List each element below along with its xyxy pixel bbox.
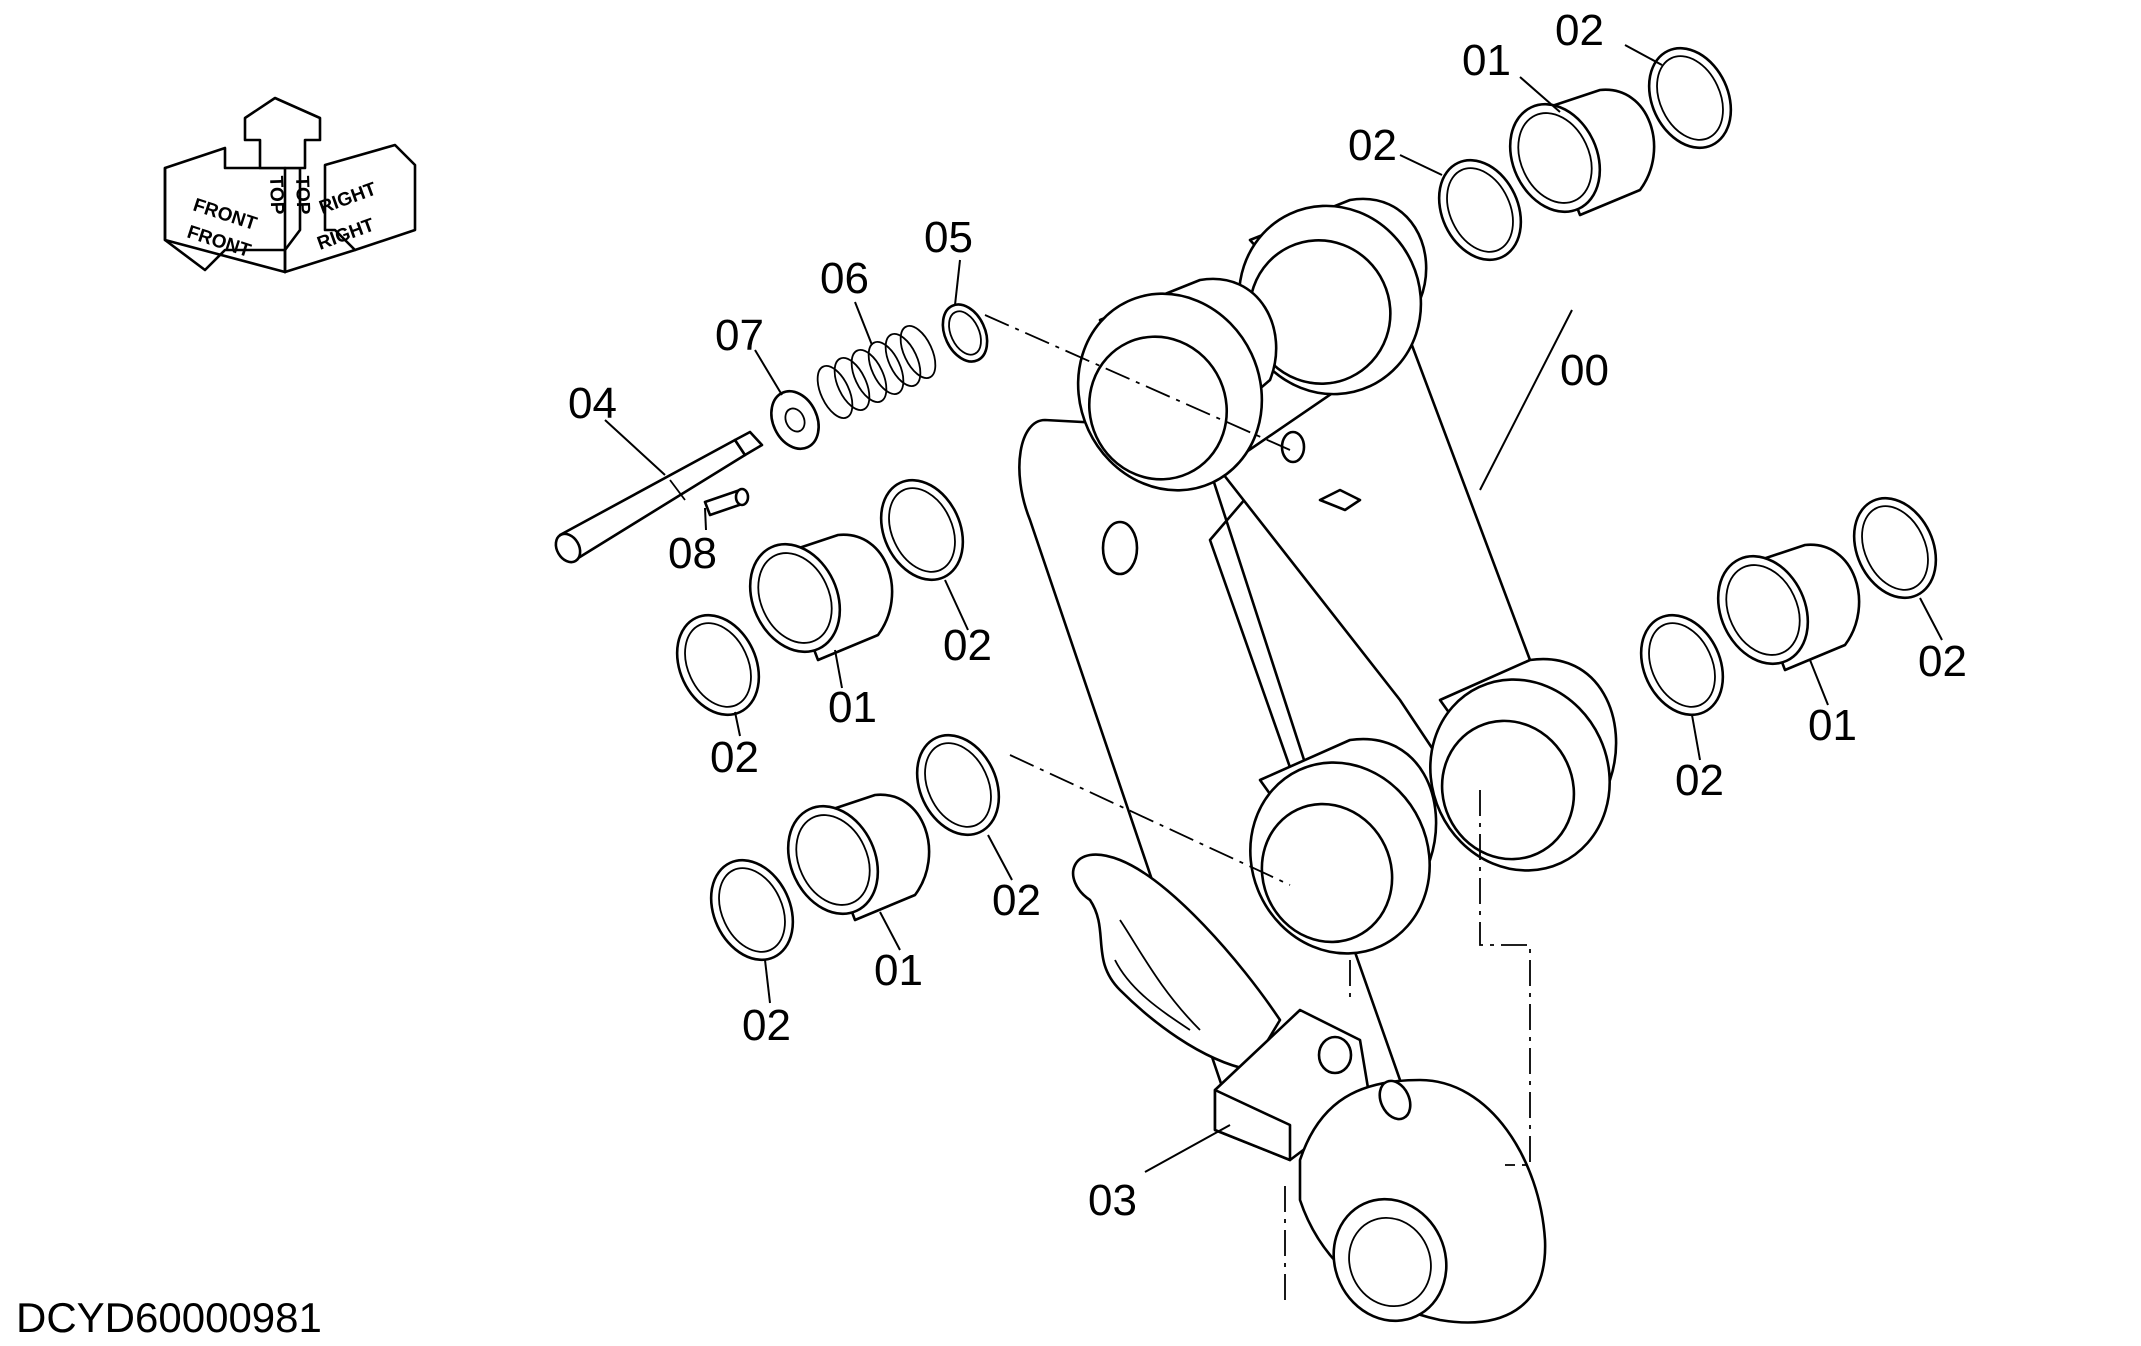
spring-pin-08 <box>703 487 750 517</box>
callout-01-lower: 01 <box>874 946 923 995</box>
bushing-01-right <box>1716 543 1861 672</box>
callout-02-lower-left: 02 <box>742 1001 791 1050</box>
callout-02-left-mid: 02 <box>710 733 759 782</box>
pin-04 <box>554 430 764 564</box>
callout-02-right-a: 02 <box>1675 756 1724 805</box>
seal-02-lower <box>915 733 1001 837</box>
arm-boss-lower-left <box>1249 737 1438 955</box>
orientation-icon: FRONT FRONT TOP TOP RIGHT RIGHT <box>163 96 417 274</box>
callout-05: 05 <box>924 213 973 262</box>
callout-01-left-mid: 01 <box>828 683 877 732</box>
callout-07: 07 <box>715 311 764 360</box>
seal-02-top-far <box>1647 46 1733 150</box>
seal-02-right-near <box>1639 613 1725 717</box>
seal-02-left-mid <box>675 613 761 717</box>
bushing-01-top <box>1508 88 1656 217</box>
seal-02-top-near <box>1437 158 1523 262</box>
callout-01-right: 01 <box>1808 701 1857 750</box>
seal-02-mid <box>879 478 965 582</box>
arm-hole <box>1101 520 1139 576</box>
leader-lines <box>604 44 1943 1173</box>
top-label-2: TOP <box>291 175 313 215</box>
bushing-01-left-mid <box>748 533 894 662</box>
spring-06 <box>816 325 937 419</box>
callout-02-mid: 02 <box>943 621 992 670</box>
bolt-head <box>1317 1035 1353 1075</box>
callout-labels: 00 01 02 02 05 06 07 04 08 02 01 02 02 0… <box>568 6 1967 1225</box>
seal-02-right-far <box>1852 496 1938 600</box>
callout-08: 08 <box>668 529 717 578</box>
washer-07 <box>770 389 820 451</box>
top-label: TOP <box>265 175 287 215</box>
callout-02-top-right: 02 <box>1555 6 1604 55</box>
callout-03: 03 <box>1088 1176 1137 1225</box>
hook-03 <box>1072 853 1547 1324</box>
seal-02-lower-left <box>709 858 795 962</box>
drawing-code: DCYD60000981 <box>16 1294 322 1341</box>
callout-04: 04 <box>568 379 617 428</box>
callout-01-top: 01 <box>1462 36 1511 85</box>
assembly-lines <box>984 314 1531 1300</box>
callout-02-top-left: 02 <box>1348 121 1397 170</box>
callout-00: 00 <box>1560 346 1609 395</box>
bushing-01-lower <box>786 793 931 922</box>
callout-02-right-b: 02 <box>1918 637 1967 686</box>
arm-boss-upper-left <box>1076 277 1278 492</box>
callout-06: 06 <box>820 254 869 303</box>
snap-ring-05 <box>941 303 989 363</box>
arm-boss-lower-right <box>1429 657 1618 872</box>
callout-02-lower: 02 <box>992 876 1041 925</box>
